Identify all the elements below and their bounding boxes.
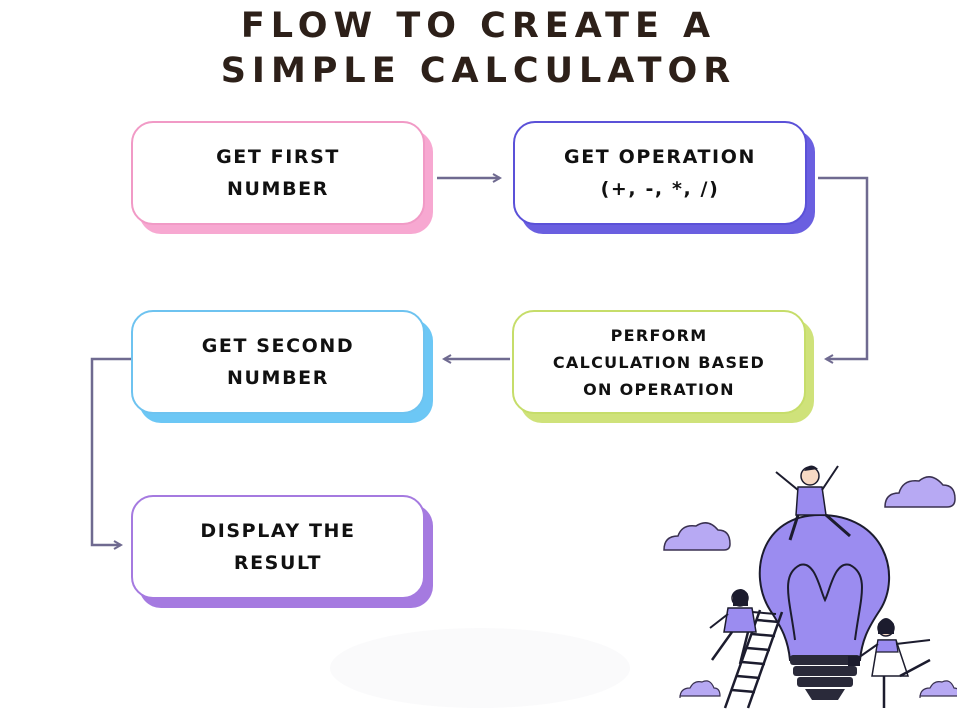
arrow-operation-to-calculation [818,176,869,359]
cloud-icon [663,522,731,551]
page-title: FLOW TO CREATE A SIMPLE CALCULATOR [0,4,957,94]
decorative-blob [330,628,630,708]
person-icon [848,618,931,708]
arrow-second-to-display [90,357,131,545]
step-label: PERFORM CALCULATION BASED ON OPERATION [553,322,765,403]
box-body: GET FIRST NUMBER [131,121,425,225]
step-label-line: CALCULATION BASED [552,352,766,372]
step-label-line: NUMBER [227,178,329,200]
box-body: DISPLAY THE RESULT [131,495,425,599]
cloud-icon [679,680,957,699]
step-label-line: GET OPERATION [564,146,756,168]
title-line-2: SIMPLE CALCULATOR [220,51,737,91]
step-label-line: GET FIRST [216,146,340,168]
step-label-line: RESULT [233,552,323,574]
step-get-first-number: GET FIRST NUMBER [131,121,433,234]
person-icon [709,589,777,665]
step-get-second-number: GET SECOND NUMBER [131,310,433,423]
box-body: PERFORM CALCULATION BASED ON OPERATION [512,310,806,414]
step-perform-calculation: PERFORM CALCULATION BASED ON OPERATION [512,310,814,423]
lightbulb-illustration [758,513,890,700]
step-display-result: DISPLAY THE RESULT [131,495,433,608]
step-label-line: PERFORM [610,325,708,345]
step-label-line: DISPLAY THE [200,520,356,542]
cloud-icon [884,476,956,508]
step-label: GET SECOND NUMBER [202,330,355,394]
title-line-1: FLOW TO CREATE A [240,6,717,46]
step-label: GET OPERATION (+, -, *, /) [564,141,756,205]
step-label-line: GET SECOND [201,335,355,357]
step-label-line: NUMBER [227,367,329,389]
person-icon [775,465,851,541]
step-get-operation: GET OPERATION (+, -, *, /) [513,121,815,234]
step-label: DISPLAY THE RESULT [200,515,355,579]
step-label: GET FIRST NUMBER [216,141,340,205]
step-label-line: ON OPERATION [583,379,735,399]
box-body: GET OPERATION (+, -, *, /) [513,121,807,225]
step-label-line: (+, -, *, /) [600,178,720,200]
box-body: GET SECOND NUMBER [131,310,425,414]
